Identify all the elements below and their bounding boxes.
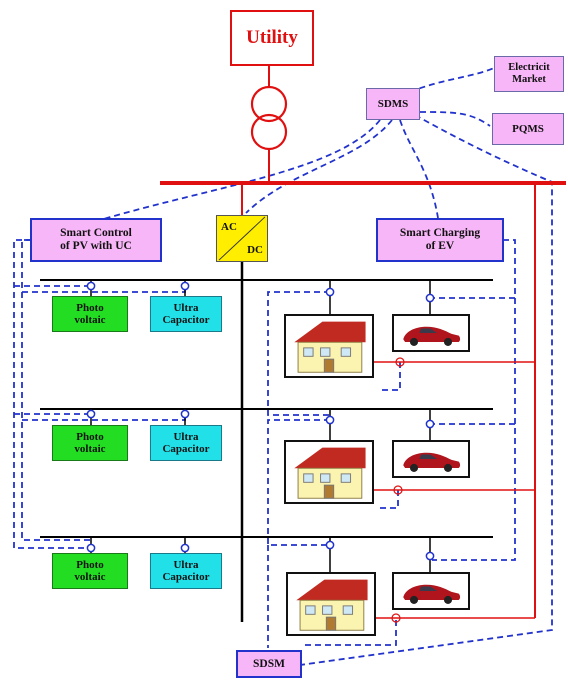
sdms-link-market	[409, 67, 495, 93]
ultracapacitor-label: Ultra Capacitor	[162, 558, 210, 583]
pv-control-left-trunk	[13, 239, 90, 549]
house-tile-3	[286, 572, 376, 636]
ac-label: AC	[221, 221, 237, 233]
pqms-label: PQMS	[512, 122, 544, 135]
sdsm-box: SDSM	[236, 650, 302, 678]
house-icon	[296, 579, 368, 631]
ev-car-tile-3	[392, 572, 470, 610]
sdms-link-acdc	[245, 119, 393, 214]
bus-nodes	[86, 281, 435, 561]
converter-diagonal-icon	[218, 216, 266, 261]
sdms-box: SDMS	[366, 88, 420, 120]
house-tile-2	[284, 440, 374, 504]
power-lines	[160, 66, 566, 623]
sdms-link-smart-control	[99, 119, 381, 221]
sdms-label: SDMS	[377, 97, 409, 110]
pv-control-inner-trunk	[21, 239, 90, 541]
house-meter-loop-3	[305, 620, 397, 646]
utility-box: Utility	[230, 10, 314, 66]
smart-control-pv-box: Smart Control of PV with UC	[30, 218, 162, 262]
ev-car-tile-1	[392, 314, 470, 352]
house-tile-1	[284, 314, 374, 378]
dc-buses	[40, 262, 493, 622]
smart-control-pv-label: Smart Control of PV with UC	[60, 227, 132, 252]
car-icon	[403, 584, 461, 604]
photovoltaic-box-1: Photo voltaic	[52, 296, 128, 332]
car-icon	[403, 326, 461, 346]
smart-charging-ev-box: Smart Charging of EV	[376, 218, 504, 262]
electricity-market-box: Electricit Market	[494, 56, 564, 92]
pv-control-l1	[14, 284, 186, 293]
transformer-icon	[250, 85, 288, 151]
ev-car-tile-2	[392, 440, 470, 478]
ultracapacitor-box-3: Ultra Capacitor	[150, 553, 222, 589]
sdsm-label: SDSM	[253, 657, 285, 670]
control-links	[13, 67, 553, 666]
ultracapacitor-label: Ultra Capacitor	[162, 301, 210, 326]
smart-charging-ev-label: Smart Charging of EV	[399, 227, 481, 252]
electricity-market-label: Electricit Market	[508, 62, 550, 85]
photovoltaic-box-2: Photo voltaic	[52, 425, 128, 461]
house-control-l1	[267, 291, 330, 416]
sdms-link-smart-charging	[399, 119, 439, 219]
pqms-box: PQMS	[492, 113, 564, 145]
ac-dc-converter: AC DC	[216, 215, 268, 262]
house-meter-2	[393, 485, 403, 495]
ultracapacitor-box-2: Ultra Capacitor	[150, 425, 222, 461]
house-meter-3	[391, 613, 401, 623]
photovoltaic-label: Photo voltaic	[74, 430, 106, 455]
ultracapacitor-label: Ultra Capacitor	[162, 430, 210, 455]
photovoltaic-box-3: Photo voltaic	[52, 553, 128, 589]
house-icon	[294, 321, 366, 373]
house-meter-loop-2	[380, 490, 399, 509]
car-icon	[403, 452, 461, 472]
ev-control-trunk	[432, 239, 516, 561]
house-meter-loop-1	[380, 362, 401, 391]
photovoltaic-label: Photo voltaic	[74, 301, 106, 326]
pv-control-l2	[14, 412, 186, 421]
utility-label: Utility	[246, 27, 298, 49]
house-meter-1	[395, 357, 405, 367]
dc-label: DC	[247, 243, 263, 256]
photovoltaic-label: Photo voltaic	[74, 558, 106, 583]
sdms-link-pqms	[419, 111, 491, 127]
house-control-l2	[267, 419, 330, 546]
ultracapacitor-box-1: Ultra Capacitor	[150, 296, 222, 332]
house-icon	[294, 447, 366, 499]
